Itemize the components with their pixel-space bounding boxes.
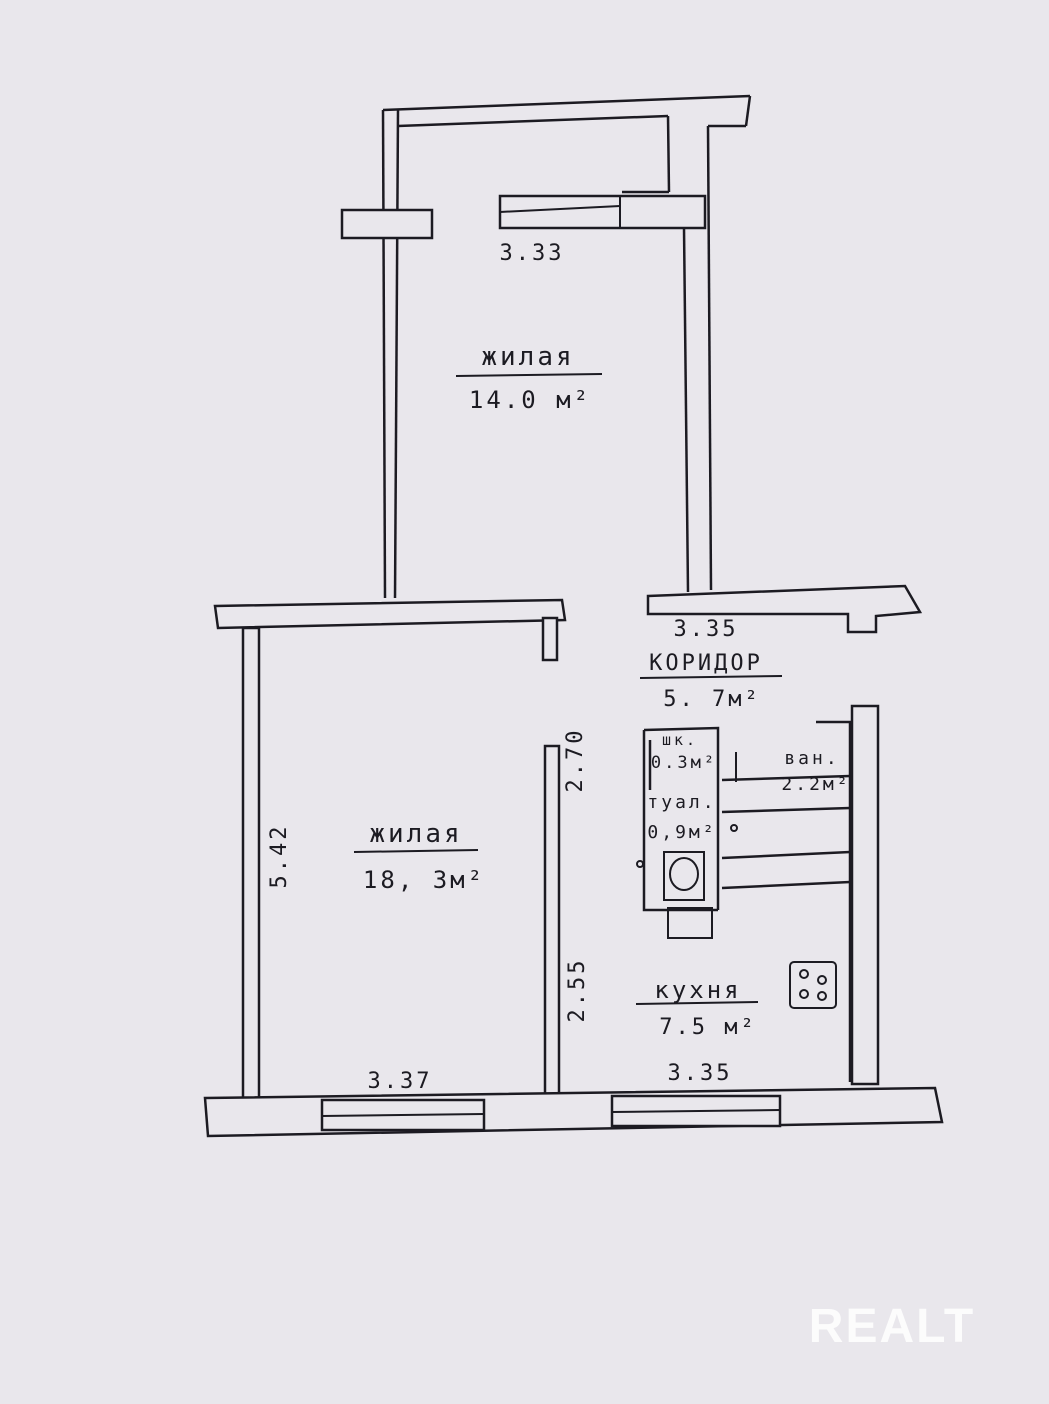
room-name: жилая [481,342,574,372]
room-area: 0,9м² [647,822,716,843]
room-label-closet: шк. 0.3м² [651,731,717,773]
room-label-living-top: жилая 14.0 м² [455,342,603,414]
room-name: ван. [784,748,839,769]
room-area: 7.5 м² [659,1015,756,1040]
top-room-walls [340,94,752,599]
dimension-left-room-width: 3.37 [368,1069,433,1094]
toilet-fixture [663,851,705,901]
room-label-kitchen: кухня 7.5 м² [635,976,759,1040]
stove-icon [789,961,837,1009]
dimension-top-room-width: 3.33 [500,241,565,266]
left-room-walls [241,626,561,1100]
watermark-text: REALT [809,1300,975,1353]
dimension-kitchen-width: 3.35 [668,1061,733,1086]
room-label-toilet: туал. 0,9м² [647,792,716,843]
room-label-corridor: КОРИДОР 5. 7м² [639,651,783,712]
room-label-bath: ван. 2.2м² [781,748,850,795]
room-name: КОРИДОР [649,651,763,676]
sanitary-block [636,704,880,1086]
bottom-wall [203,1086,944,1138]
room-name: шк. [662,731,698,749]
room-area: 0.3м² [651,753,717,773]
dimension-partition-lower: 2.55 [565,958,590,1023]
room-name: кухня [654,976,741,1004]
dimension-corridor-width: 3.35 [674,617,739,642]
room-name: туал. [647,792,716,813]
window-top-left [340,208,434,240]
room-label-living-bottom: жилая 18, 3м² [353,819,485,894]
room-area: 18, 3м² [363,866,485,894]
room-name: жилая [369,819,462,849]
room-area: 2.2м² [781,774,850,795]
room-area: 5. 7м² [663,687,760,712]
middle-walls [213,584,923,662]
dimension-partition-upper: 2.70 [563,728,588,793]
window-top-right [498,194,707,230]
realt-watermark-logo: REALT [809,1300,975,1353]
room-area: 14.0 м² [469,386,591,414]
dimension-left-room-height: 5.42 [267,824,292,889]
